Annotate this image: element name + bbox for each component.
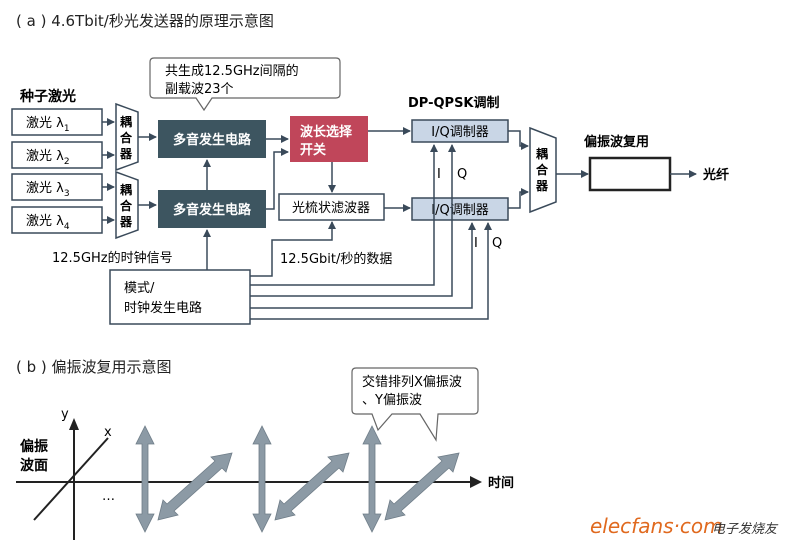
q-label-top: Q (457, 167, 467, 182)
x-pol-arrow-3 (384, 452, 460, 521)
svg-text:、Y偏振波: 、Y偏振波 (362, 393, 422, 408)
multitone-generator-top: 多音发生电路 (158, 120, 266, 158)
time-label: 时间 (488, 475, 514, 491)
subcarrier-callout: 共生成12.5GHz间隔的 副载波23个 (149, 57, 341, 112)
laser-2: 激光 λ2 (11, 141, 103, 169)
y-axis-label: y (61, 407, 69, 422)
svg-text:合: 合 (120, 198, 133, 213)
control-lines (203, 144, 492, 320)
laser-4: 激光 λ4 (11, 206, 103, 234)
x-axis-label: x (104, 425, 112, 440)
svg-text:耦: 耦 (120, 182, 132, 197)
svg-text:器: 器 (119, 215, 133, 229)
svg-text:交错排列X偏振波: 交错排列X偏振波 (362, 374, 462, 390)
callout-line-1: 共生成12.5GHz间隔的 (165, 63, 299, 79)
svg-text:激光 λ4: 激光 λ4 (26, 214, 70, 232)
ellipsis: … (102, 489, 115, 504)
coupler-top: 耦 合 器 (115, 102, 139, 172)
svg-text:激光 λ1: 激光 λ1 (26, 116, 70, 134)
svg-text:I/Q调制器: I/Q调制器 (431, 125, 488, 140)
svg-text:模式/: 模式/ (124, 281, 155, 296)
optical-comb-filter: 光梳状滤波器 (278, 193, 385, 221)
plane-label-1: 偏振 (20, 438, 48, 455)
y-pol-arrow-1 (135, 425, 155, 533)
interleave-callout: 交错排列X偏振波 、Y偏振波 (351, 367, 479, 442)
dp-qpsk-label: DP-QPSK调制 (408, 95, 500, 111)
section-a-title: ( a ) 4.6Tbit/秒光发送器的原理示意图 (16, 12, 274, 30)
svg-text:光梳状滤波器: 光梳状滤波器 (292, 201, 370, 216)
polarization-arrows (135, 425, 460, 533)
svg-text:多音发生电路: 多音发生电路 (173, 132, 252, 148)
callout-line-2: 副载波23个 (165, 82, 234, 97)
wavelength-select-switch: 波长选择 开关 (290, 116, 368, 162)
svg-text:器: 器 (119, 147, 133, 161)
x-pol-arrow-2 (274, 452, 350, 521)
i-label-top: I (437, 167, 441, 182)
fiber-label: 光纤 (702, 167, 729, 183)
q-label-bottom: Q (492, 236, 502, 251)
svg-text:耦: 耦 (536, 146, 548, 161)
svg-text:开关: 开关 (300, 142, 326, 158)
pattern-clock-generator: 模式/ 时钟发生电路 (109, 269, 251, 325)
laser-1: 激光 λ1 (11, 108, 103, 136)
laser-3: 激光 λ3 (11, 173, 103, 201)
iq-modulator-bottom: I/Q调制器 (411, 197, 509, 221)
svg-text:I/Q调制器: I/Q调制器 (431, 203, 488, 218)
seed-lasers-label: 种子激光 (19, 88, 76, 105)
coupler-bottom: 耦 合 器 (115, 170, 139, 240)
svg-text:合: 合 (120, 130, 133, 145)
generator-switch-links (203, 135, 336, 210)
i-label-bottom: I (474, 236, 478, 251)
svg-text:波长选择: 波长选择 (300, 124, 353, 140)
svg-text:激光 λ3: 激光 λ3 (26, 181, 70, 199)
y-pol-arrow-3 (362, 425, 382, 533)
coupler-generator-links (138, 133, 157, 209)
y-pol-arrow-2 (252, 425, 272, 533)
data-signal-label: 12.5Gbit/秒的数据 (280, 251, 392, 267)
svg-text:耦: 耦 (120, 114, 132, 129)
svg-text:合: 合 (536, 162, 549, 177)
laser-coupler-links (102, 118, 115, 224)
multitone-generator-bottom: 多音发生电路 (158, 190, 266, 228)
svg-text:电子发烧友: 电子发烧友 (712, 522, 779, 537)
svg-text:多音发生电路: 多音发生电路 (173, 202, 252, 218)
section-b-title: ( b ) 偏振波复用示意图 (16, 358, 172, 376)
clock-signal-label: 12.5GHz的时钟信号 (52, 250, 173, 266)
svg-text:激光 λ2: 激光 λ2 (26, 149, 70, 167)
elecfans-watermark: elecfans·com 电子发烧友 (590, 514, 779, 538)
axes (16, 418, 482, 540)
svg-text:elecfans·com: elecfans·com (590, 514, 723, 538)
switch-modulator-links (368, 127, 529, 212)
pol-mux-label: 偏振波复用 (584, 134, 649, 150)
output-coupler: 耦 合 器 (529, 126, 557, 214)
iq-modulator-top: I/Q调制器 (411, 119, 509, 143)
pol-mux-box (588, 156, 672, 192)
svg-text:器: 器 (535, 179, 549, 193)
x-pol-arrow-1 (157, 452, 233, 521)
plane-label-2: 波面 (20, 457, 48, 474)
svg-text:时钟发生电路: 时钟发生电路 (124, 300, 202, 316)
